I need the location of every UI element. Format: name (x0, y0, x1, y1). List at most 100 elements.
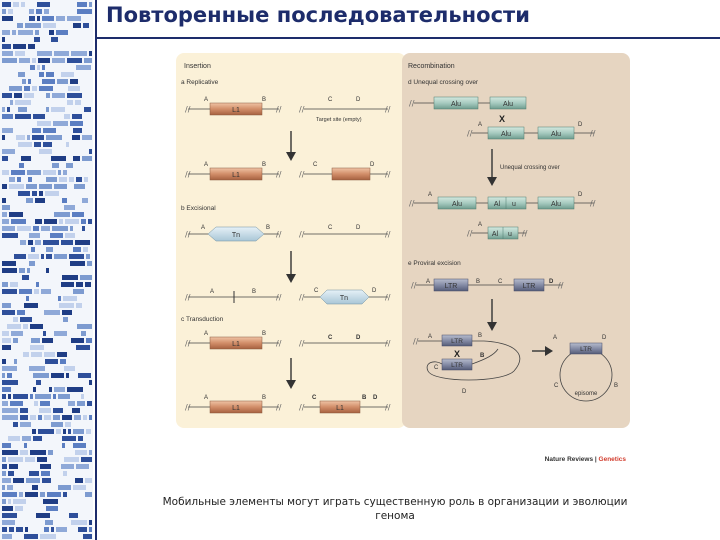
decorative-bar (89, 450, 92, 455)
svg-text://: // (385, 293, 391, 302)
decorative-bar (2, 415, 18, 420)
seg-c-label: C (434, 365, 439, 371)
decorative-bar (2, 37, 5, 42)
decorative-bar (52, 58, 65, 63)
l1-label: L1 (336, 405, 344, 412)
decorative-bar (30, 415, 36, 420)
decorative-bar (28, 240, 33, 245)
decorative-bar (73, 429, 84, 434)
decorative-bar (29, 261, 35, 266)
decorative-bar (40, 492, 45, 497)
insertion-panel (176, 53, 406, 428)
decorative-bar (76, 464, 89, 469)
decorative-bar (42, 16, 54, 21)
seg-b-label: B (362, 395, 367, 401)
seg-a-label: A (428, 334, 432, 340)
decorative-bar (63, 296, 77, 301)
b-arrow (286, 251, 296, 283)
decorative-bar (19, 268, 25, 273)
decorative-bar (73, 443, 86, 448)
decorative-bar (29, 366, 45, 371)
decorative-bar (82, 156, 92, 161)
decorative-bar (51, 527, 54, 532)
decorative-bar (18, 72, 25, 77)
decorative-bar (36, 9, 42, 14)
decorative-bar (13, 44, 26, 49)
decorative-bar (2, 128, 13, 133)
decorative-bar (22, 79, 26, 84)
decorative-bar (8, 9, 13, 14)
decorative-bar (2, 527, 7, 532)
svg-text://: // (409, 99, 415, 108)
svg-text://: // (276, 170, 282, 179)
decorative-bar (13, 2, 19, 7)
decorative-bar (49, 30, 54, 35)
decorative-bar (21, 2, 25, 7)
seg-d-label: D (373, 395, 378, 401)
c-target: // // C D (299, 335, 391, 348)
alu-left-label: Al (492, 231, 499, 238)
decorative-bar (29, 233, 40, 238)
decorative-bar (85, 478, 92, 483)
decorative-bar (2, 184, 7, 189)
seg-c-label: C (313, 162, 318, 168)
decorative-bar (58, 170, 61, 175)
seg-d-label: D (370, 162, 375, 168)
decorative-bar (43, 240, 59, 245)
decorative-bar (38, 429, 54, 434)
decorative-bar (34, 37, 40, 42)
decorative-bar (89, 149, 92, 154)
section-d-label: d Unequal crossing over (408, 79, 479, 86)
decorative-bar (26, 478, 40, 483)
decorative-bar (29, 471, 39, 476)
decorative-bar (73, 485, 86, 490)
decorative-bar (61, 240, 73, 245)
decorative-bar (2, 534, 12, 539)
svg-text://: // (299, 403, 305, 412)
decorative-bar (63, 429, 66, 434)
decorative-bar (73, 23, 81, 28)
decorative-bar (45, 520, 53, 525)
decorative-bar (71, 338, 84, 343)
decorative-bar (42, 478, 51, 483)
decorative-bar (67, 100, 73, 105)
decorative-bar (78, 527, 87, 532)
decorative-bar (2, 261, 16, 266)
seg-b-label: B (262, 395, 266, 401)
alu-element (537, 196, 575, 210)
decorative-bar (32, 485, 38, 490)
decorative-bar (2, 282, 8, 287)
decorative-bar (30, 324, 43, 329)
decorative-bar (23, 352, 29, 357)
decorative-bar (2, 2, 11, 7)
decorative-bar (2, 485, 5, 490)
decorative-bar (64, 366, 75, 371)
decorative-bar (76, 65, 91, 70)
decorative-bar (17, 226, 31, 231)
decorative-bar (36, 282, 39, 287)
decorative-bar (65, 233, 75, 238)
decorative-bar (88, 219, 92, 224)
decorative-bar (35, 30, 39, 35)
decorative-bar (2, 58, 17, 63)
alu-right-label: u (508, 231, 512, 238)
l1-label: L1 (232, 107, 240, 114)
decorative-bar (81, 331, 86, 336)
decorative-bar (2, 373, 5, 378)
svg-text://: // (276, 339, 282, 348)
decorative-bar (53, 415, 60, 420)
decorative-bar (46, 254, 52, 259)
decorative-bar (56, 30, 68, 35)
decorative-bar (52, 163, 59, 168)
decorative-bar (2, 345, 11, 350)
decorative-bar (13, 338, 18, 343)
decorative-bar (33, 114, 45, 119)
l1-label: L1 (232, 405, 240, 412)
decorative-bar (40, 401, 50, 406)
decorative-bar (2, 359, 6, 364)
decorative-bar (65, 422, 71, 427)
decorative-bar (75, 450, 87, 455)
decorative-bar (71, 51, 87, 56)
decorative-bar (77, 2, 87, 7)
decorative-bar (20, 240, 26, 245)
